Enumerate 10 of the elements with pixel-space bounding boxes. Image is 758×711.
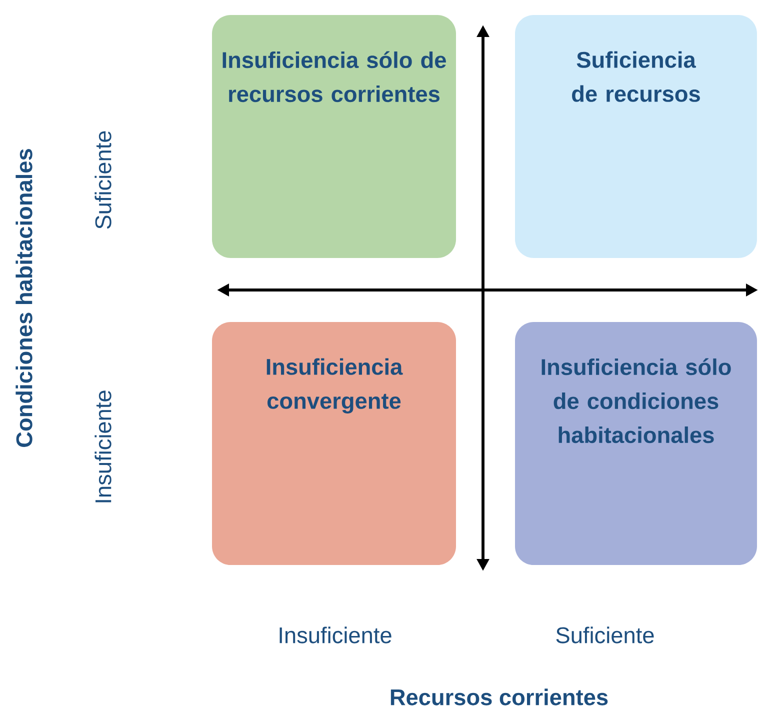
axis-title: Recursos corrientes <box>390 688 608 706</box>
axis-title: Condiciones habitacionales <box>16 149 32 447</box>
quadrant-box: Insuficiencia sólo de condiciones habitacionales <box>515 322 757 565</box>
quadrant-box: Suficiencia de recursos <box>515 15 757 258</box>
quadrant-box: Insuficiencia convergente <box>212 322 456 565</box>
quadrant-box: Insuficiencia sólo de recursos corrientes <box>212 15 456 258</box>
axis-label: Suficiente <box>94 131 112 229</box>
axis-label: Insuficiente <box>94 390 112 502</box>
axis-label: Suficiente <box>556 626 654 644</box>
axis-label: Insuficiente <box>280 626 392 644</box>
